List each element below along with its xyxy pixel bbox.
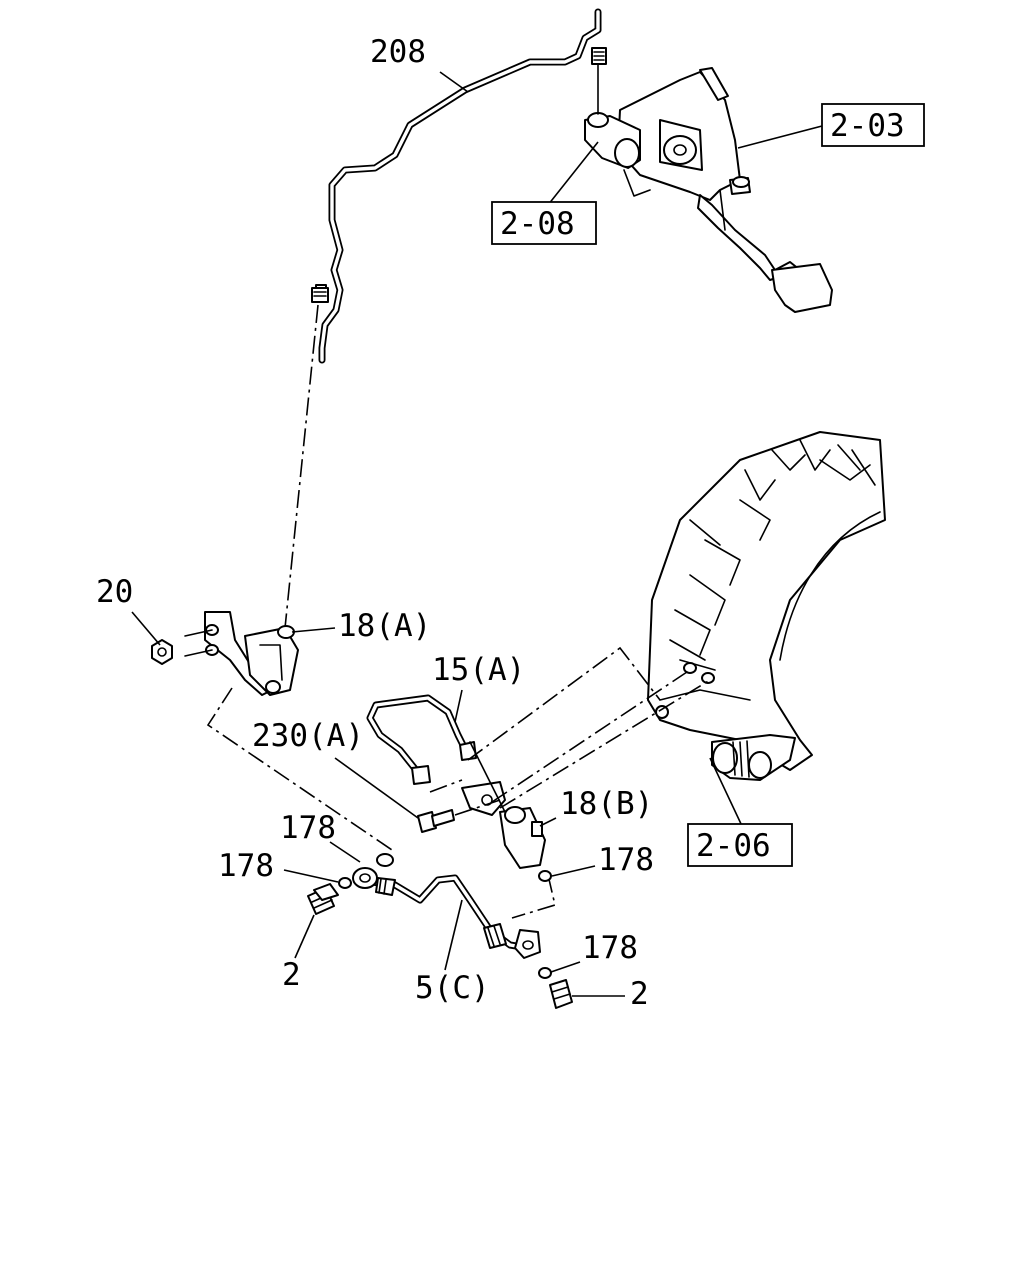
ref-2-06-box xyxy=(687,823,793,867)
label-18a: 18(A) xyxy=(338,608,431,644)
slave-cylinder xyxy=(655,705,796,781)
part-18b-bracket xyxy=(461,741,546,869)
hose-5c xyxy=(352,867,541,959)
label-178-left: 178 xyxy=(218,848,274,884)
transmission-housing xyxy=(647,431,886,771)
pipe-15a xyxy=(366,694,477,785)
label-178-lower: 178 xyxy=(582,930,638,966)
label-178-upper: 178 xyxy=(280,810,336,846)
label-18b: 18(B) xyxy=(560,786,653,822)
label-178-right: 178 xyxy=(598,842,654,878)
label-208: 208 xyxy=(370,34,426,70)
label-20: 20 xyxy=(96,574,133,610)
label-2-right: 2 xyxy=(630,976,649,1012)
pipe-208-centerline xyxy=(284,304,319,629)
label-2-left: 2 xyxy=(282,957,301,993)
nut-20 xyxy=(151,639,173,665)
bolt-230a xyxy=(417,809,455,833)
ref-2-08-box xyxy=(491,201,597,245)
label-2-08: 2-08 xyxy=(500,206,575,242)
label-15a: 15(A) xyxy=(432,652,525,688)
label-230a: 230(A) xyxy=(252,718,364,754)
label-2-03: 2-03 xyxy=(830,108,905,144)
ref-2-03-box xyxy=(821,103,925,147)
label-2-06: 2-06 xyxy=(696,828,771,864)
washers-178 xyxy=(338,853,552,979)
bolts-2 xyxy=(307,883,573,1009)
assembly-dash-lines xyxy=(206,646,711,919)
clutch-pedal-assembly xyxy=(617,67,833,313)
label-5c: 5(C) xyxy=(415,970,490,1006)
leader-lines xyxy=(131,71,823,997)
pipe-208 xyxy=(311,8,607,364)
part-18a-bracket xyxy=(184,611,299,696)
